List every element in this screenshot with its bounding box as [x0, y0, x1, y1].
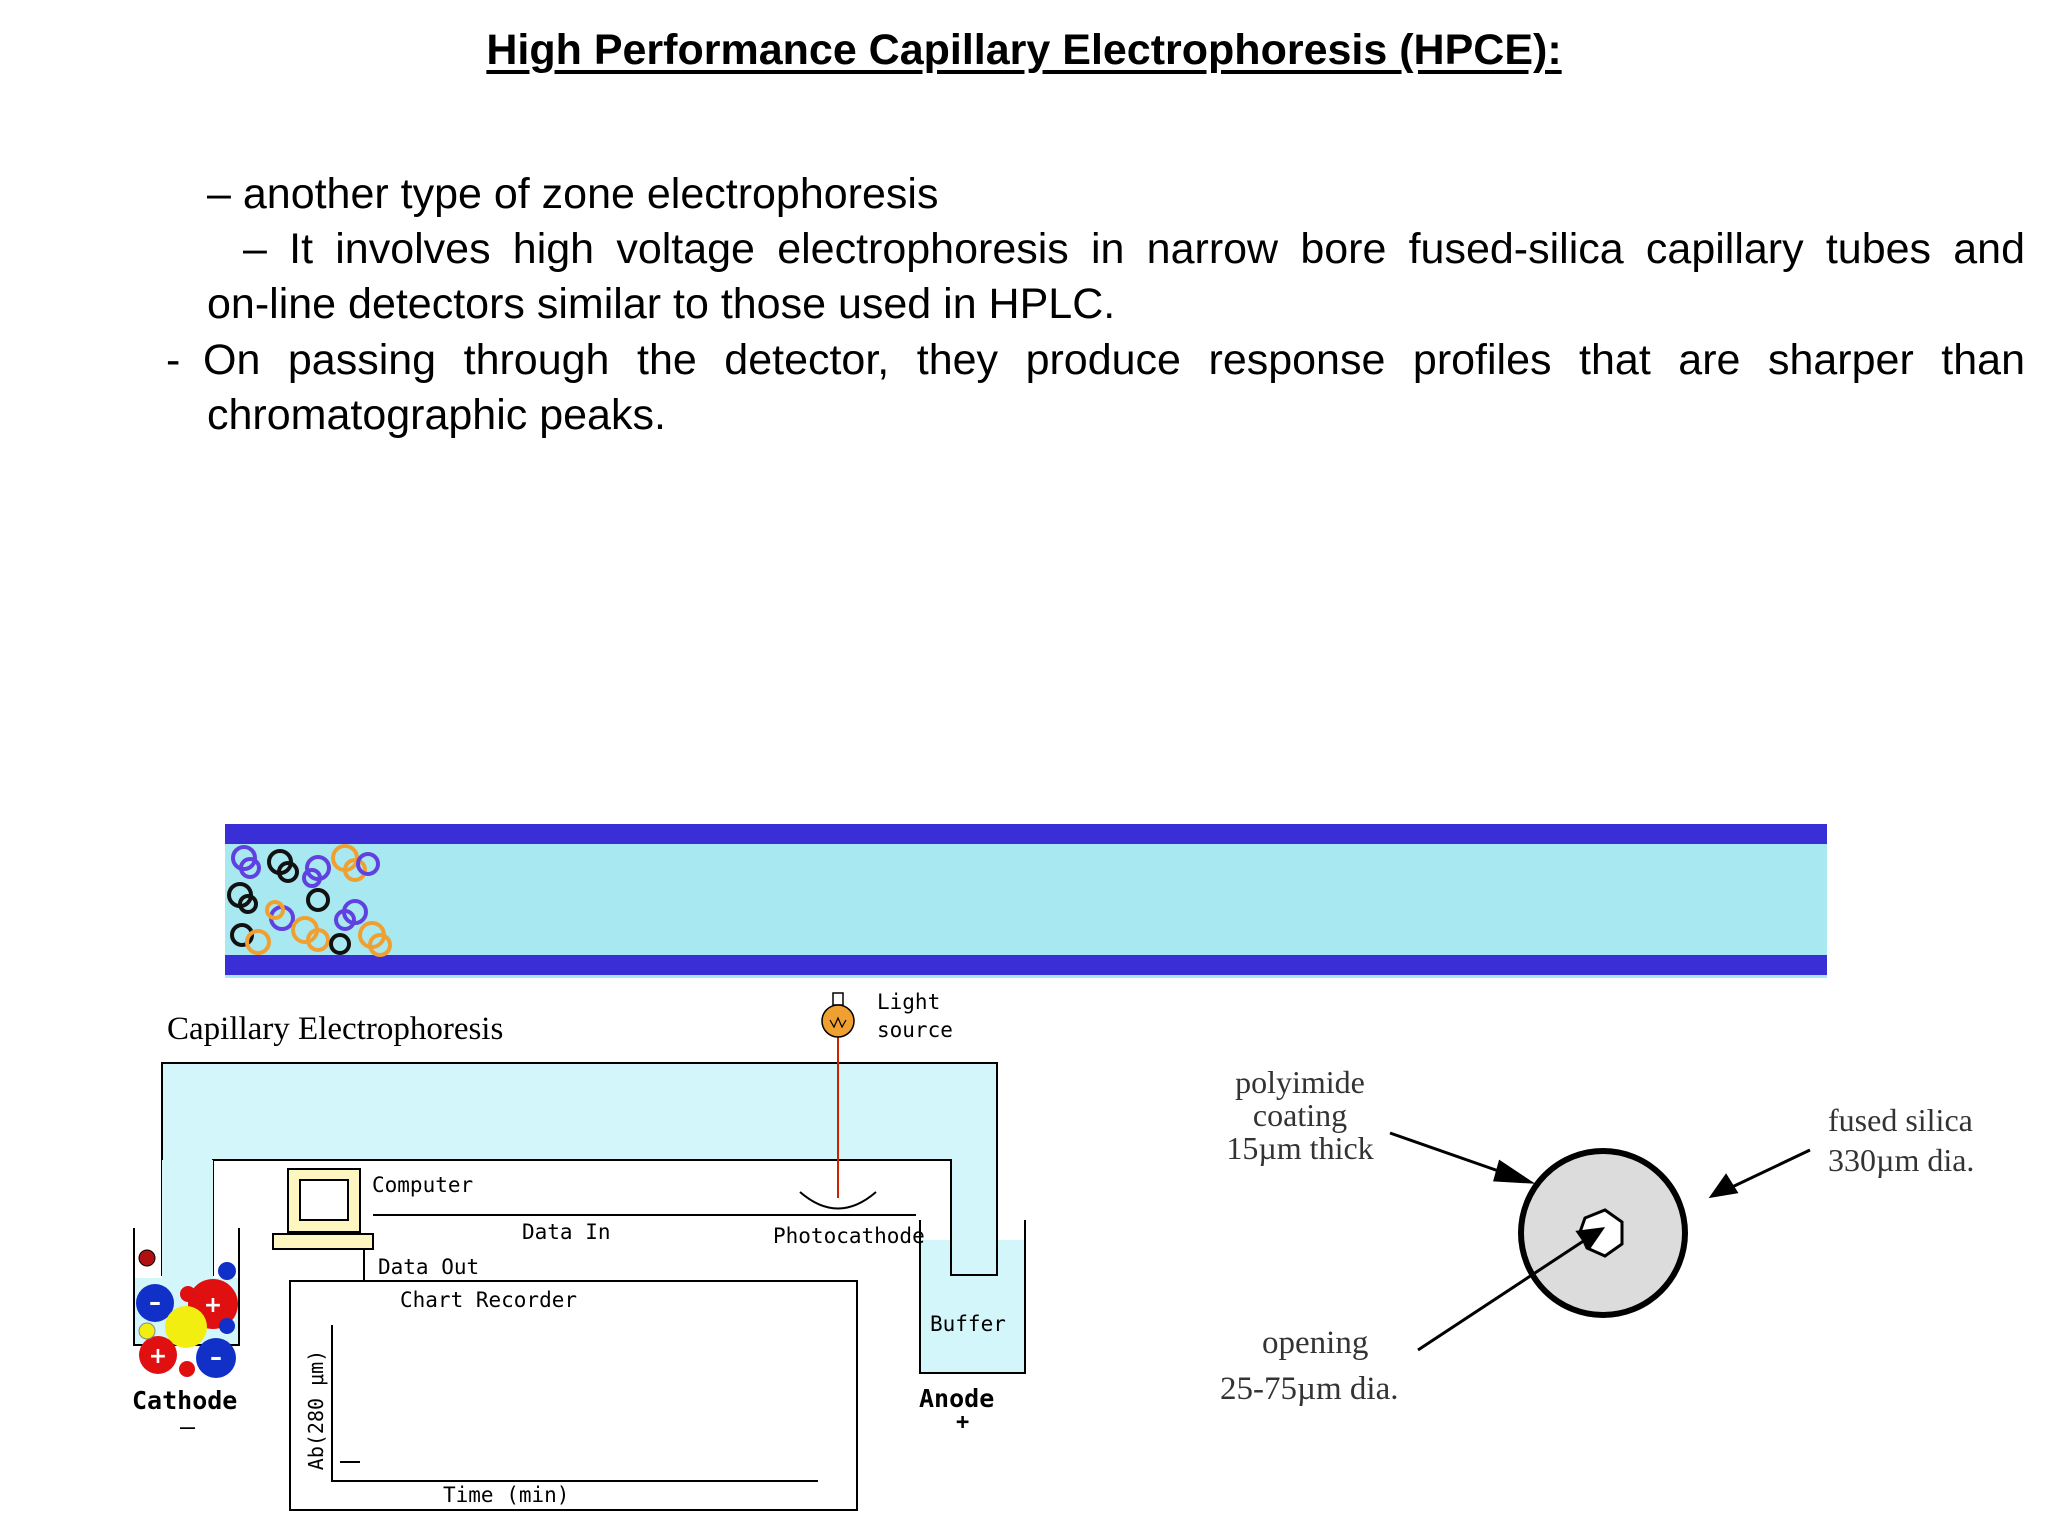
computer-label: Computer [372, 1173, 474, 1197]
cation [138, 1249, 156, 1267]
cation [179, 1361, 195, 1377]
svg-text:–: – [210, 1343, 222, 1371]
ce-title: Capillary Electrophoresis [167, 1011, 504, 1047]
data-in-label: Data In [522, 1220, 611, 1244]
anion [136, 1284, 174, 1322]
bullet-dash: - [166, 336, 181, 384]
anion [196, 1338, 236, 1378]
data-out-label: Data Out [378, 1255, 480, 1279]
recorder-axes [331, 1325, 818, 1482]
cathode-sign: – [180, 1412, 196, 1441]
bullet-line-5: chromatographic peaks. [207, 391, 666, 439]
y-axis-label: Ab(280 μm) [304, 1349, 328, 1471]
photocathode-dish [799, 1191, 877, 1210]
x-axis-label: Time (min) [443, 1483, 570, 1507]
opening-label-2: 25-75µm dia. [1220, 1371, 1399, 1407]
coating-label-3: 15µm thick [1226, 1130, 1374, 1166]
light-source-label-1: Light [877, 990, 941, 1014]
bullet-line-1: – another type of zone electrophoresis [207, 170, 939, 218]
cation [180, 1286, 196, 1302]
cathode-label: Cathode [132, 1386, 238, 1415]
ion-mixture: + – + – [136, 1249, 238, 1378]
svg-text:+: + [204, 1293, 222, 1318]
silica-label: fused silica 330µm dia. [1828, 1100, 1974, 1180]
anion [218, 1262, 236, 1280]
buffer-label: Buffer [930, 1312, 1006, 1336]
chart-recorder-label: Chart Recorder [400, 1288, 578, 1312]
opening-label-1: opening [1262, 1325, 1369, 1361]
anode-reservoir [919, 1220, 1026, 1374]
computer-icon [272, 1168, 374, 1250]
opening-label: opening 25-75µm dia. [1220, 1320, 1399, 1412]
svg-text:–: – [149, 1288, 161, 1316]
bullet-line-4: On passing through the detector, they pr… [203, 336, 2025, 384]
bullet-line-3: on-line detectors similar to those used … [207, 280, 1116, 328]
page-title: High Performance Capillary Electrophores… [486, 26, 1562, 74]
photocathode-label: Photocathode [773, 1224, 925, 1248]
silica-label-2: 330µm dia. [1828, 1142, 1975, 1178]
svg-text:+: + [149, 1344, 167, 1369]
anion [219, 1318, 235, 1334]
anode-sign: + [956, 1410, 970, 1435]
coating-label-2: coating [1252, 1097, 1348, 1133]
neutral [165, 1306, 207, 1348]
neutral [138, 1322, 156, 1340]
coating-label: polyimide coating 15µm thick [1210, 1066, 1390, 1165]
anode-label: Anode [919, 1384, 995, 1413]
bullet-line-2: – It involves high voltage electrophores… [243, 225, 2025, 273]
cation [139, 1336, 177, 1374]
coating-label-1: polyimide [1235, 1064, 1365, 1100]
silica-label-1: fused silica [1828, 1102, 1973, 1138]
anode-buffer [921, 1240, 1024, 1372]
chart-recorder-box [289, 1280, 858, 1511]
light-source-label-2: source [877, 1018, 953, 1042]
light-source-label: Light source [877, 988, 953, 1044]
light-bulb-icon [821, 992, 855, 1038]
